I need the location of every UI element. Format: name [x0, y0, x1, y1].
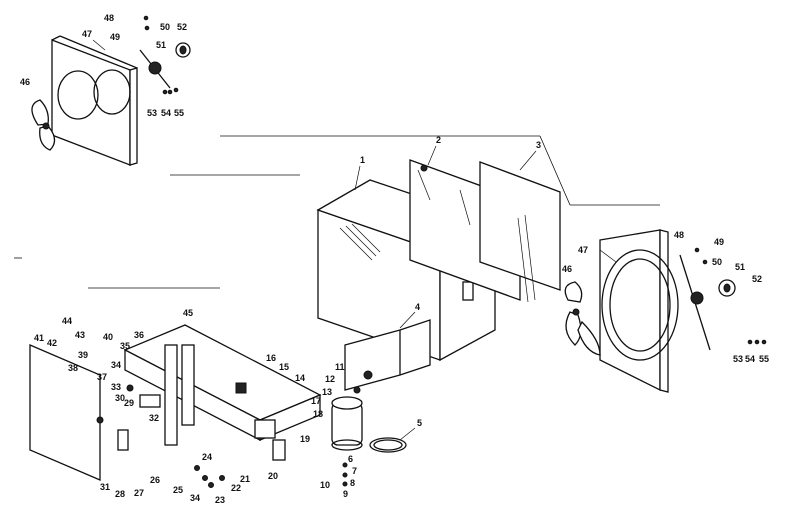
part-label: 21 [240, 474, 250, 484]
part-label: 13 [322, 387, 332, 397]
part-label: 12 [325, 374, 335, 384]
part-label: 55 [759, 354, 769, 364]
part-label: 48 [104, 13, 114, 23]
part-label: 20 [268, 471, 278, 481]
part-label: 10 [320, 480, 330, 490]
part-label: 55 [174, 108, 184, 118]
part-label: 47 [82, 29, 92, 39]
part-label: 35 [120, 341, 130, 351]
part-label: 1 [360, 155, 365, 165]
condenser-shroud [599, 229, 679, 393]
part-label: 47 [578, 245, 588, 255]
part-label: 11 [335, 362, 345, 372]
base-pan [123, 324, 322, 461]
compressor [331, 370, 407, 487]
leader-lines [92, 39, 617, 441]
part-label: 51 [735, 262, 745, 272]
part-label: 18 [313, 409, 323, 419]
left-side-panel [29, 344, 225, 488]
part-label: 23 [215, 495, 225, 505]
part-label: 30 [115, 393, 125, 403]
part-label: 9 [343, 489, 348, 499]
inset-fan-shroud [51, 35, 138, 166]
part-label: 2 [436, 135, 441, 145]
part-label: 26 [150, 475, 160, 485]
part-label: 28 [115, 489, 125, 499]
part-label: 54 [745, 354, 755, 364]
part-label: 29 [124, 398, 134, 408]
part-label: 16 [266, 353, 276, 363]
part-label: 54 [161, 108, 171, 118]
part-label: 40 [103, 332, 113, 342]
part-label: 5 [417, 418, 422, 428]
part-label: 52 [752, 274, 762, 284]
condenser-motor [679, 247, 767, 351]
part-label: 34 [111, 360, 121, 370]
part-label: 6 [348, 454, 353, 464]
part-label: 50 [160, 22, 170, 32]
part-label: 52 [177, 22, 187, 32]
part-label: 32 [149, 413, 159, 423]
part-label: 50 [712, 257, 722, 267]
part-label: 43 [75, 330, 85, 340]
part-label: 48 [674, 230, 684, 240]
part-label: 17 [311, 396, 321, 406]
rear-panel [479, 161, 561, 303]
part-label: 22 [231, 483, 241, 493]
part-label: 33 [111, 382, 121, 392]
part-label: 44 [62, 316, 72, 326]
part-label: 39 [78, 350, 88, 360]
part-label: 41 [34, 333, 44, 343]
part-label: 27 [134, 488, 144, 498]
part-label: 4 [415, 302, 420, 312]
part-label: 53 [733, 354, 743, 364]
part-label: 36 [134, 330, 144, 340]
inset-fan-blade [31, 99, 56, 151]
part-label: 46 [562, 264, 572, 274]
part-label: 31 [100, 482, 110, 492]
part-label: 37 [97, 372, 107, 382]
part-label: 24 [202, 452, 212, 462]
part-label: 45 [183, 308, 193, 318]
part-label: 14 [295, 373, 305, 383]
part-label: 42 [47, 338, 57, 348]
part-label: 3 [536, 140, 541, 150]
part-label: 34 [190, 493, 200, 503]
part-label: 8 [350, 478, 355, 488]
part-labels: 1 2 3 4 5 6 7 8 9 10 11 12 13 14 15 16 1… [20, 13, 769, 505]
part-label: 49 [110, 32, 120, 42]
part-label: 46 [20, 77, 30, 87]
divider-lines [14, 135, 660, 289]
part-label: 53 [147, 108, 157, 118]
part-label: 49 [714, 237, 724, 247]
part-label: 38 [68, 363, 78, 373]
part-label: 7 [352, 466, 357, 476]
inset-motor [139, 15, 191, 95]
part-label: 25 [173, 485, 183, 495]
part-label: 51 [156, 40, 166, 50]
condenser-fan-blade [564, 281, 601, 356]
part-label: 19 [300, 434, 310, 444]
part-label: 15 [279, 362, 289, 372]
